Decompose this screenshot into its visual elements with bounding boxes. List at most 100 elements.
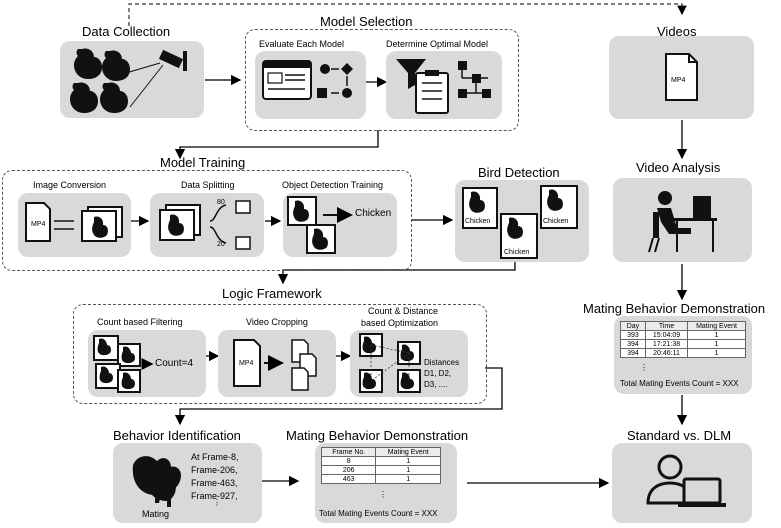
mating-demo-right-panel: Day Time Mating Event 393 15:04:09 1 394… — [614, 316, 752, 394]
videos-file-label: MP4 — [671, 77, 686, 84]
mp4-to-frames-icon — [25, 202, 123, 242]
videos-title: Videos — [657, 24, 697, 39]
table-header-row: Frame No. Mating Event — [320, 447, 441, 457]
distances-line-1: Distances — [424, 358, 460, 367]
evaluate-models-icon — [262, 60, 353, 100]
frame-list: At Frame-8, Frame-206, Frame-463, Frame-… — [191, 451, 239, 503]
table-header: Day — [620, 321, 646, 331]
frame-item: At Frame-8, — [191, 452, 239, 462]
table-cell: 394 — [620, 339, 646, 349]
table-row: 206 1 — [320, 465, 441, 475]
mating-chickens-icon — [132, 456, 181, 507]
split-20-label: 20 — [217, 241, 225, 248]
video-cropping-label: Video Cropping — [246, 317, 308, 327]
chicken-class-label: Chicken — [355, 208, 392, 219]
table-cell: 1 — [375, 474, 441, 484]
mating-frame-table: Frame No. Mating Event 8 1 206 1 463 1 — [320, 447, 441, 484]
table-cell: 17:21:38 — [644, 339, 689, 349]
frame-item: Frame-463, — [191, 478, 238, 488]
detected-chickens-icon — [462, 185, 578, 259]
table-cell: 1 — [687, 339, 746, 349]
model-selection-group — [245, 29, 519, 131]
distances-block: Distances D1, D2, D3, .... — [424, 357, 459, 390]
data-splitting-label: Data Splitting — [181, 180, 235, 190]
mating-caption: Mating — [142, 509, 170, 519]
image-conversion-panel: MP4 — [18, 193, 131, 257]
determine-model-panel — [386, 51, 502, 119]
training-mp4-label: MP4 — [31, 221, 46, 228]
model-training-title: Model Training — [160, 155, 246, 170]
image-conversion-label: Image Conversion — [33, 180, 107, 190]
bird-detection-panel: Chicken Chicken Chicken — [455, 180, 589, 262]
table-cell: 8 — [320, 456, 377, 466]
table-header: Mating Event — [375, 447, 441, 457]
video-analysis-title: Video Analysis — [636, 160, 721, 175]
distance-graph-icon — [359, 333, 421, 393]
data-splitting-panel: 80 20 — [150, 193, 264, 257]
person-at-desk-icon — [648, 191, 717, 253]
standard-vs-dlm-panel — [612, 443, 752, 523]
table-row: 393 15:04:09 1 — [620, 330, 746, 340]
video-cropping-panel: MP4 — [218, 330, 336, 397]
logic-framework-group — [73, 304, 487, 404]
count-equals-label: Count=4 — [155, 358, 194, 369]
table-cell: 20:46:11 — [644, 348, 689, 358]
table-row: 394 17:21:38 1 — [620, 339, 746, 349]
table-header: Mating Event — [687, 321, 746, 331]
model-training-group — [2, 170, 412, 271]
object-detection-panel: Chicken — [283, 193, 397, 257]
count-filtering-label: Count based Filtering — [97, 317, 183, 327]
frame-item: Frame-927, — [191, 491, 238, 501]
bird-label-1: Chicken — [465, 218, 491, 225]
table-header: Time — [644, 321, 689, 331]
mating-day-table: Day Time Mating Event 393 15:04:09 1 394… — [620, 321, 746, 358]
video-crop-icon — [233, 339, 317, 391]
train-test-split-icon — [159, 200, 251, 250]
evaluate-model-panel — [255, 51, 366, 119]
logic-framework-title: Logic Framework — [222, 286, 322, 301]
table-cell: 393 — [620, 330, 646, 340]
detection-training-icon — [287, 196, 353, 254]
ellipsis-dots: ⋮ — [640, 363, 648, 372]
data-collection-panel — [60, 41, 204, 118]
table-cell: 15:04:09 — [644, 330, 689, 340]
mp4-file-icon — [665, 53, 698, 101]
table-header-row: Day Time Mating Event — [620, 321, 746, 331]
user-laptop-icon — [646, 454, 726, 507]
split-80-label: 80 — [217, 199, 225, 206]
table-row: 8 1 — [320, 456, 441, 466]
mating-total-right: Total Mating Events Count = XXX — [620, 379, 739, 388]
mating-demo-bottom-title: Mating Behavior Demonstration — [286, 428, 469, 443]
distances-line-3: D3, .... — [424, 380, 448, 389]
table-cell: 1 — [687, 330, 746, 340]
ellipsis-dots: ⋮ — [213, 498, 221, 507]
chickens-camera-icon — [70, 48, 187, 113]
table-cell: 1 — [375, 456, 441, 466]
videos-panel: MP4 — [609, 36, 754, 119]
bird-label-3: Chicken — [543, 218, 569, 225]
video-analysis-panel — [613, 178, 752, 262]
cropping-mp4-label: MP4 — [239, 360, 254, 367]
count-distance-panel: Distances D1, D2, D3, .... — [350, 330, 468, 397]
table-row: 394 20:46:11 1 — [620, 348, 746, 358]
model-selection-title: Model Selection — [320, 14, 413, 29]
four-chickens-icon — [93, 335, 154, 393]
standard-vs-dlm-title: Standard vs. DLM — [627, 428, 732, 443]
table-cell: 1 — [375, 465, 441, 475]
table-cell: 394 — [620, 348, 646, 358]
bird-label-2: Chicken — [504, 249, 530, 256]
data-collection-title: Data Collection — [82, 24, 171, 39]
mating-demo-right-title: Mating Behavior Demonstration — [583, 301, 766, 316]
determine-model-label: Determine Optimal Model — [386, 39, 489, 49]
count-distance-label-2: based Optimization — [361, 318, 439, 328]
table-header: Frame No. — [320, 447, 377, 457]
count-filtering-panel: Count=4 — [88, 330, 206, 397]
count-distance-label-1: Count & Distance — [368, 306, 439, 316]
mating-demo-bottom-panel: Frame No. Mating Event 8 1 206 1 463 1 ⋮… — [315, 443, 457, 523]
frame-item: Frame-206, — [191, 465, 238, 475]
bird-detection-title: Bird Detection — [478, 165, 560, 180]
evaluate-model-label: Evaluate Each Model — [259, 39, 345, 49]
distances-line-2: D1, D2, — [424, 369, 452, 378]
table-cell: 463 — [320, 474, 377, 484]
